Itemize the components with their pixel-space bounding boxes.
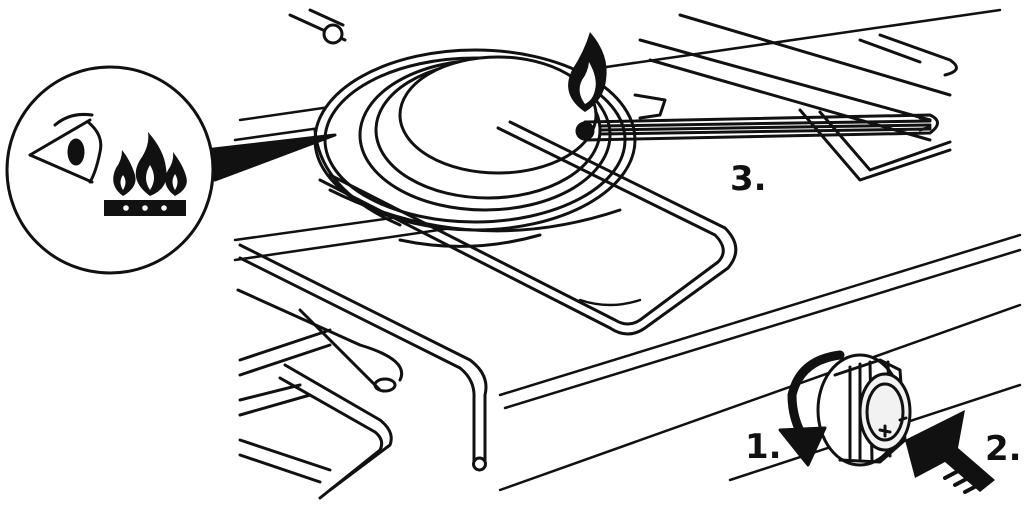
match-flame-icon — [568, 32, 607, 112]
match — [575, 113, 939, 142]
pan-support-front — [236, 120, 738, 500]
rotation-arrow-icon — [778, 350, 845, 467]
flame-icon — [104, 132, 187, 216]
callout-pointer — [203, 133, 337, 182]
press-arrow-icon — [905, 410, 995, 494]
step-2-label: 2. — [985, 429, 1022, 469]
callout-circle — [5, 65, 215, 275]
cooktop-outline — [233, 8, 1022, 492]
step-1-label: 1. — [745, 427, 782, 467]
step-3-label: 3. — [730, 159, 767, 199]
gas-burner — [313, 48, 667, 248]
eye-icon — [28, 113, 103, 184]
control-knob — [816, 353, 912, 467]
